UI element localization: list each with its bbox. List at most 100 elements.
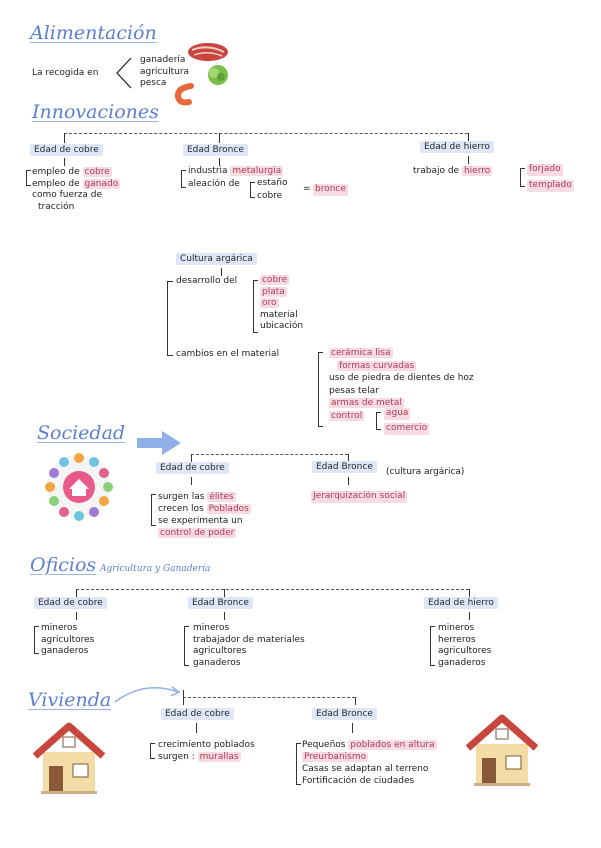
list-item: Preurbanismo (302, 752, 368, 762)
shrimp-icon (173, 82, 197, 106)
list-item: control de poder (158, 528, 236, 538)
templado-text: templado (527, 180, 574, 192)
list-item: se experimenta un (158, 515, 251, 527)
list-item: surgen las élites (158, 491, 251, 503)
list-item: crecimiento poblados (158, 739, 255, 751)
estano-text: estaño (257, 178, 287, 190)
vivienda-bronce-list: Pequeños poblados en altura Preurbanismo… (302, 739, 437, 787)
tree-drop (64, 133, 65, 143)
tree-drop (191, 454, 192, 462)
list-item: ubicación (260, 321, 303, 333)
list-item: Casas se adaptan al terreno (302, 763, 437, 775)
list-item: material (260, 310, 303, 322)
connector (468, 156, 469, 164)
desarrollo-list: cobre plata oro material ubicación (260, 275, 303, 333)
vivienda-cobre-list: crecimiento poblados surgen : murallas (158, 739, 255, 763)
industria-metalurgica: industria metalurgia (188, 166, 283, 178)
connector (224, 612, 225, 620)
list-item: agricultores (438, 646, 491, 658)
oficios-bronce-list: mineros trabajador de materiales agricul… (193, 623, 305, 669)
cultura-argarica-note: (cultura argárica) (386, 467, 464, 479)
bracket (34, 626, 39, 654)
control-agua: agua (384, 408, 410, 420)
cultura-argarica-title: Cultura argárica (176, 253, 257, 265)
tree-drop (183, 690, 184, 705)
lettuce-icon (205, 64, 231, 86)
header-edad-bronce: Edad Bronce (312, 708, 377, 720)
sociedad-title: Sociedad (37, 422, 125, 444)
list-item: ganaderos (438, 658, 491, 670)
cobre-text: cobre (257, 191, 282, 203)
tree-line (183, 697, 355, 698)
alimentacion-title: Alimentación (30, 22, 157, 44)
meat-icon (186, 40, 230, 64)
header-edad-cobre: Edad de cobre (34, 597, 107, 609)
bronce-result: bronce (313, 184, 348, 196)
bracket (150, 743, 155, 759)
list-item: crecen los Poblados (158, 503, 251, 515)
bracket (151, 494, 156, 526)
connector (221, 268, 222, 276)
connector (196, 723, 197, 733)
list-item: como fuerza de (32, 190, 120, 202)
list-item: Fortificación de ciudades (302, 775, 437, 787)
curved-arrow-icon (112, 682, 184, 706)
oficios-subtitle: Agricultura y Ganadería (100, 564, 210, 574)
list-item: empleo de cobre (32, 167, 120, 179)
house-icon (33, 720, 105, 796)
jerarquizacion-social: Jerarquización social (311, 491, 407, 503)
connector (352, 723, 353, 733)
bracket-icon (113, 56, 133, 90)
arrow-icon (134, 428, 184, 458)
aleacion-label: aleación de (188, 179, 240, 191)
oficios-cobre-list: mineros agricultores ganaderos (41, 623, 94, 658)
desarrollo-label: desarrollo del (176, 276, 237, 288)
tree-line (191, 454, 348, 455)
header-edad-cobre: Edad de cobre (30, 144, 103, 156)
list-item: cobre (260, 275, 289, 285)
bracket (181, 170, 186, 188)
list-item: mineros (438, 623, 491, 635)
tree-drop (224, 589, 225, 597)
list-item: armas de metal (329, 398, 404, 408)
list-item: agricultores (193, 646, 305, 658)
bracket (430, 626, 435, 666)
list-item: surgen : murallas (158, 751, 255, 763)
list-item: cerámica lisa (329, 348, 393, 358)
society-icon (45, 453, 113, 521)
list-item: control (329, 411, 364, 421)
house-icon (466, 712, 538, 788)
tree-drop (219, 133, 220, 143)
header-edad-cobre: Edad de cobre (161, 708, 234, 720)
oficios-hierro-list: mineros herreros agricultores ganaderos (438, 623, 491, 669)
header-edad-cobre: Edad de cobre (156, 462, 229, 474)
list-item: mineros (193, 623, 305, 635)
list-item: empleo de ganado (32, 179, 120, 191)
bracket (376, 412, 381, 430)
alimentacion-item: ganadería (140, 55, 189, 67)
header-edad-hierro: Edad de hierro (424, 597, 498, 609)
list-item: formas curvadas (337, 361, 416, 371)
list-item: Pequeños poblados en altura (302, 739, 437, 751)
list-item: herreros (438, 635, 491, 647)
list-item: ganaderos (41, 646, 94, 658)
alimentacion-item: agricultura (140, 67, 189, 79)
control-comercio: comercio (384, 423, 429, 435)
tree-drop (355, 697, 356, 705)
list-item: ganaderos (193, 658, 305, 670)
bracket (250, 182, 255, 198)
bracket (184, 626, 189, 666)
bracket (296, 743, 301, 785)
list-item: uso de piedra de dientes de hoz (329, 372, 474, 385)
vivienda-title: Vivienda (28, 689, 111, 711)
bracket (253, 280, 258, 333)
connector (191, 477, 192, 485)
recogida-label: La recogida en (32, 68, 98, 80)
bracket (520, 168, 525, 187)
header-edad-hierro: Edad de hierro (420, 141, 494, 153)
sociedad-cobre-list: surgen las élites crecen los Poblados se… (158, 491, 251, 539)
bracket (26, 170, 31, 186)
innovaciones-title: Innovaciones (32, 101, 159, 123)
tree-drop (76, 589, 77, 597)
equals-sign: = (303, 184, 311, 196)
